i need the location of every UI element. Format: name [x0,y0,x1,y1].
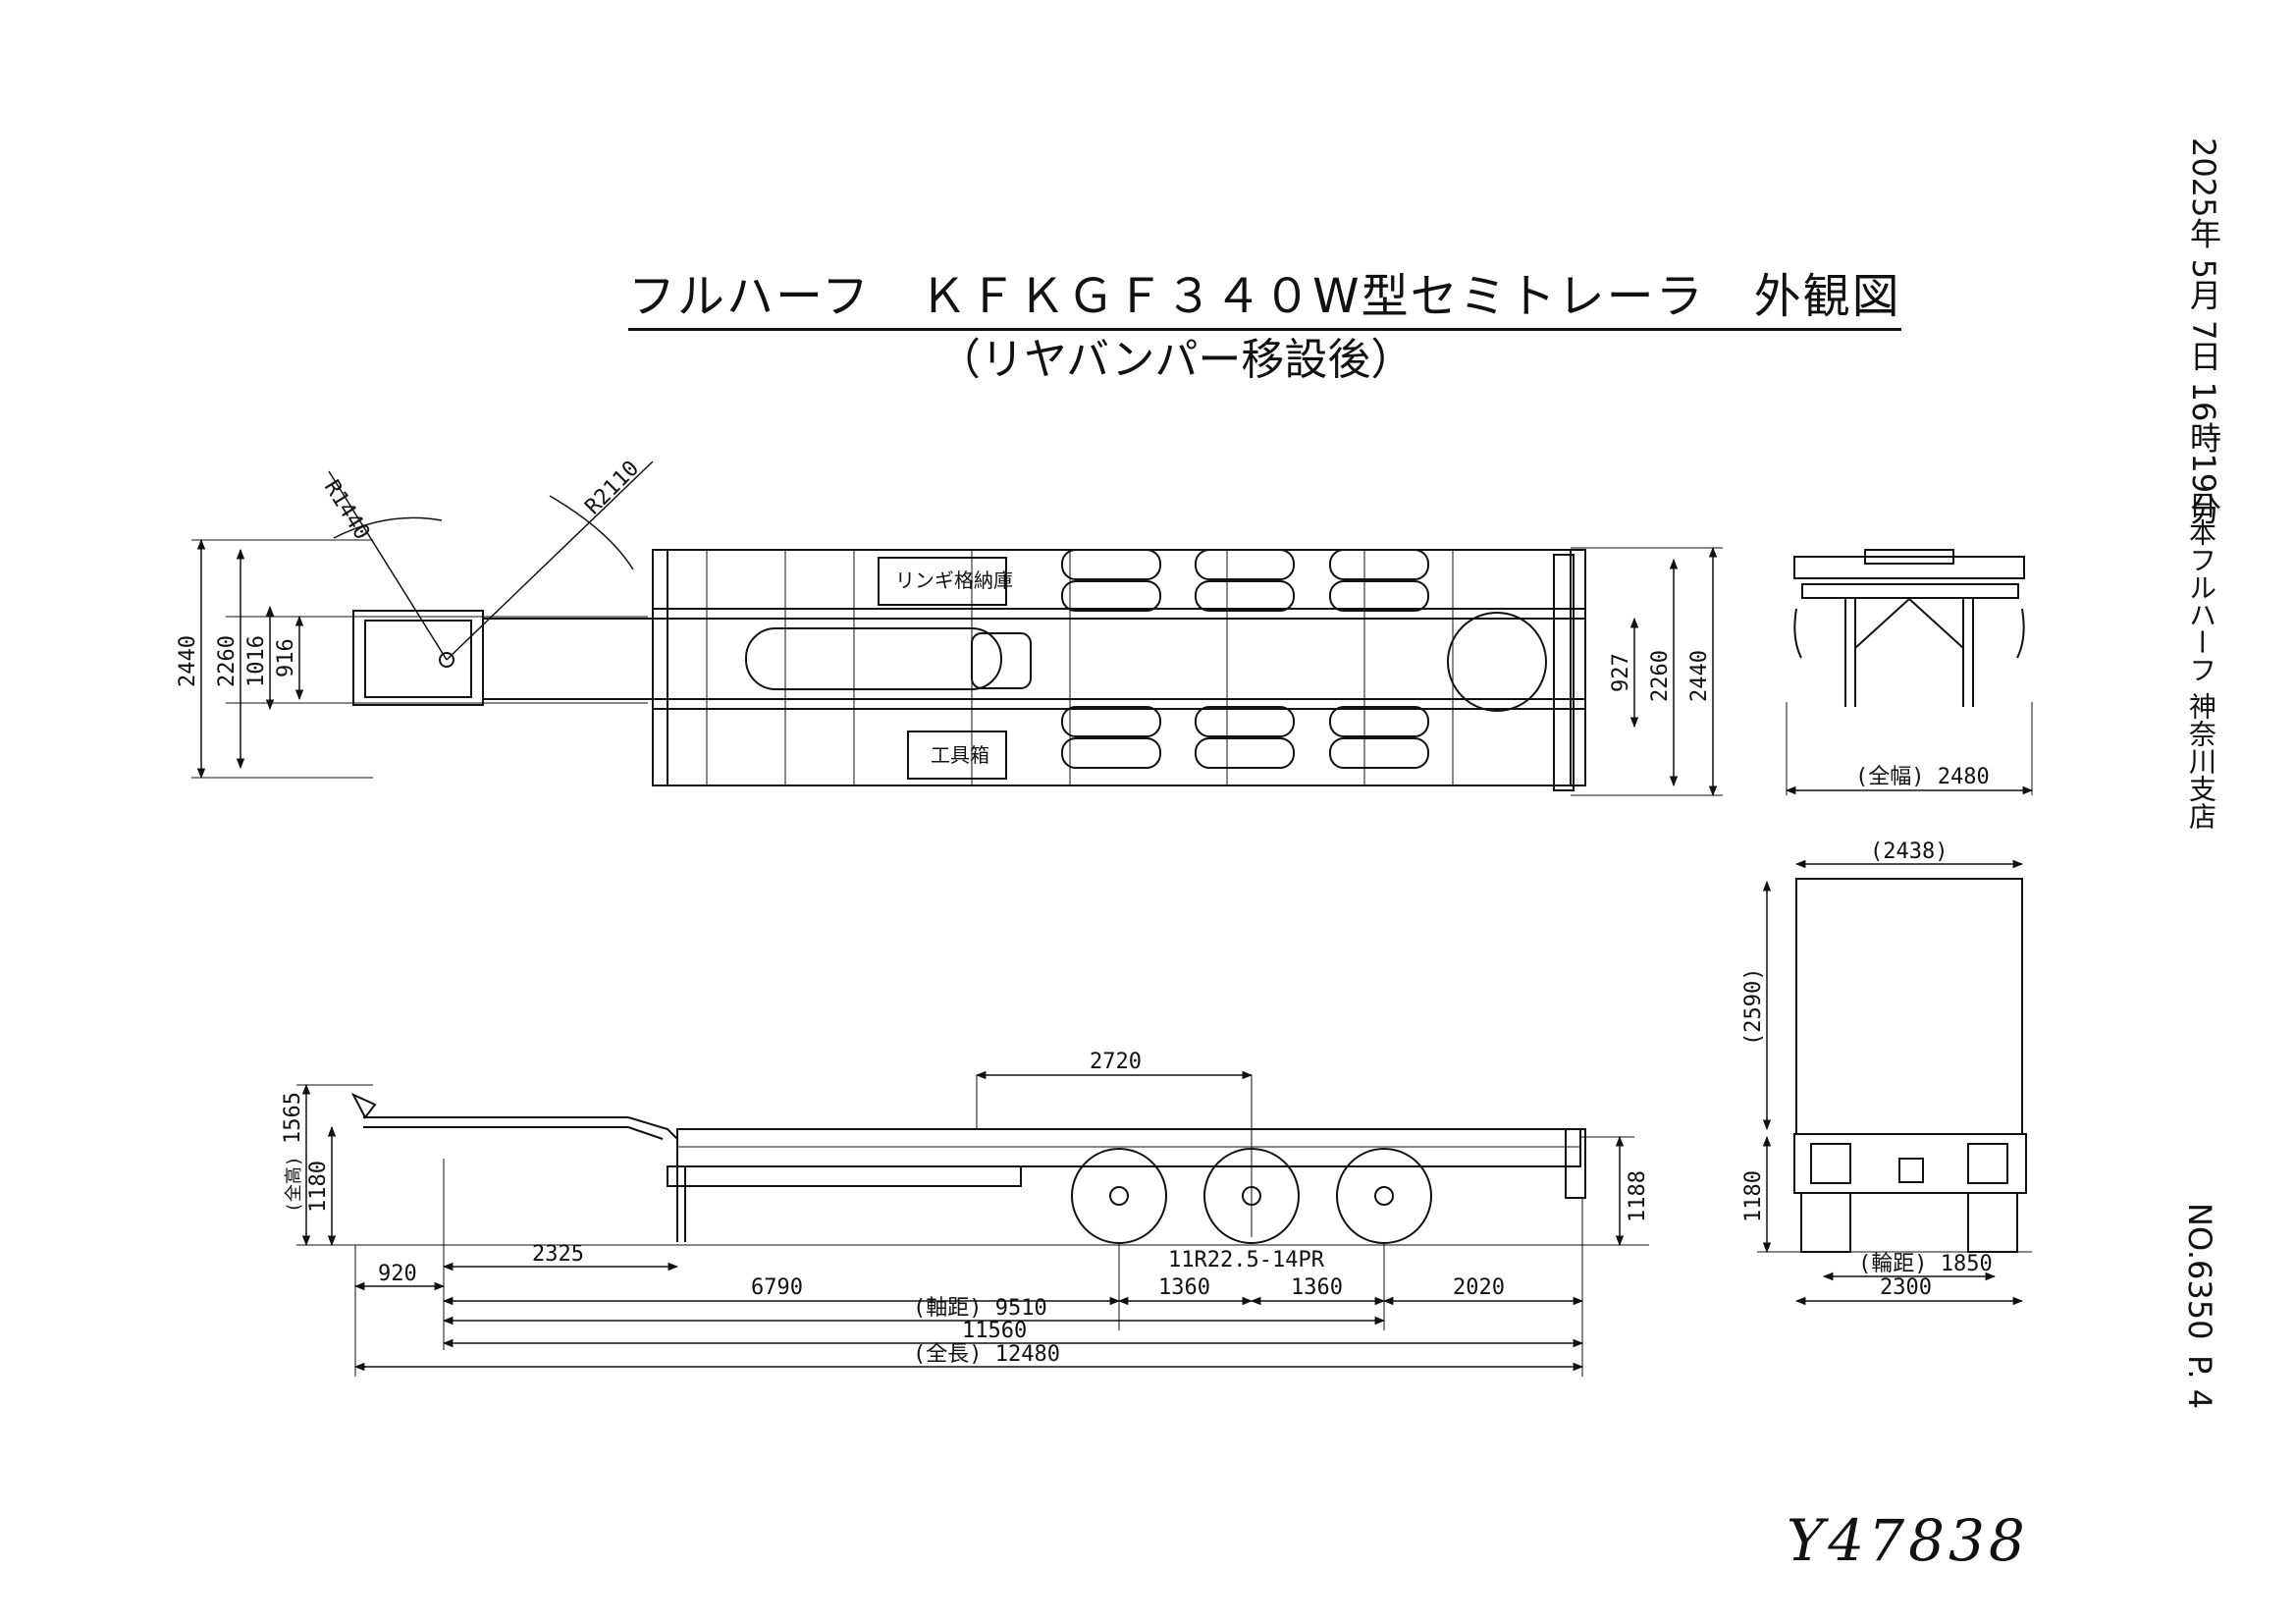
top-view [191,460,1723,797]
dim-side-6790: 6790 [751,1275,803,1300]
dim-top-left-1016: 1016 [244,635,269,687]
lashing-storage-box [878,557,1007,606]
tyres-top [1061,549,1429,769]
dim-top-right-2260: 2260 [1648,650,1673,702]
radius-rear-line [446,460,654,661]
label-tool-box: 工具箱 [931,743,989,767]
tool-box [907,731,1007,780]
dim-side-2020: 2020 [1453,1275,1505,1300]
dim-side-920: 920 [378,1262,417,1286]
rear-overall-width: (全幅) 2480 [1855,765,1990,789]
container-rear-view [1757,859,2032,1306]
container-track: (輪距) 1850 [1858,1252,1993,1276]
dim-side-1565: 1565 [281,1092,305,1144]
dim-top-left-916: 916 [274,638,298,677]
label-lashing-storage: リンギ格納庫 [895,568,1013,592]
tire-spec: 11R22.5-14PR [1168,1248,1325,1272]
dim-top-left-2260: 2260 [215,635,240,687]
fax-timestamp: 2025年 5月 7日 16時19分 [2185,137,2222,525]
dim-top-right-2440: 2440 [1687,650,1712,702]
radius-front-line [328,470,448,661]
overall-length-label: (全長) 12480 [913,1342,1060,1367]
overall-height-label: (全高) [284,1156,304,1213]
wheelbase-label: (軸距) 9510 [913,1296,1047,1321]
handwritten-id: Y47838 [1787,1507,2029,1574]
container-base-width: 2300 [1880,1275,1932,1300]
radius-rear-label: R2110 [581,457,645,520]
dim-top-right-927: 927 [1609,653,1633,692]
doc-number: NO.6350 [2181,1203,2218,1340]
kingpin-plate [352,610,484,706]
fax-company: 日本フルハーフ 神奈川支店 [2185,491,2217,830]
dim-side-1360a: 1360 [1158,1275,1210,1300]
dim-side-1180: 1180 [306,1161,331,1213]
dim-side-1360b: 1360 [1291,1275,1343,1300]
main-frame-side [676,1128,1581,1167]
rear-bumper-top [1553,554,1575,791]
container-outline [1795,878,2023,1135]
page-number: P. 4 [2181,1355,2218,1410]
rear-view [1785,549,2034,795]
container-deck-height: 1180 [1741,1170,1766,1222]
drawing-title: フルハーフ ＫＦＫＧＦ３４０W型セミトレーラ 外観図 [628,257,1901,331]
radius-front-label: R1440 [319,476,374,544]
drawing-subtitle: （リヤバンパー移設後） [937,335,1415,385]
side-view [296,1070,1649,1377]
dim-side-11560: 11560 [962,1319,1027,1343]
dim-side-2325: 2325 [532,1242,584,1267]
dim-side-1188: 1188 [1626,1170,1650,1222]
container-height: (2590) [1741,968,1766,1046]
container-width: (2438) [1870,839,1948,864]
dim-side-2720: 2720 [1090,1050,1142,1074]
dim-top-left-2440: 2440 [176,635,200,687]
main-frame [652,549,1586,786]
